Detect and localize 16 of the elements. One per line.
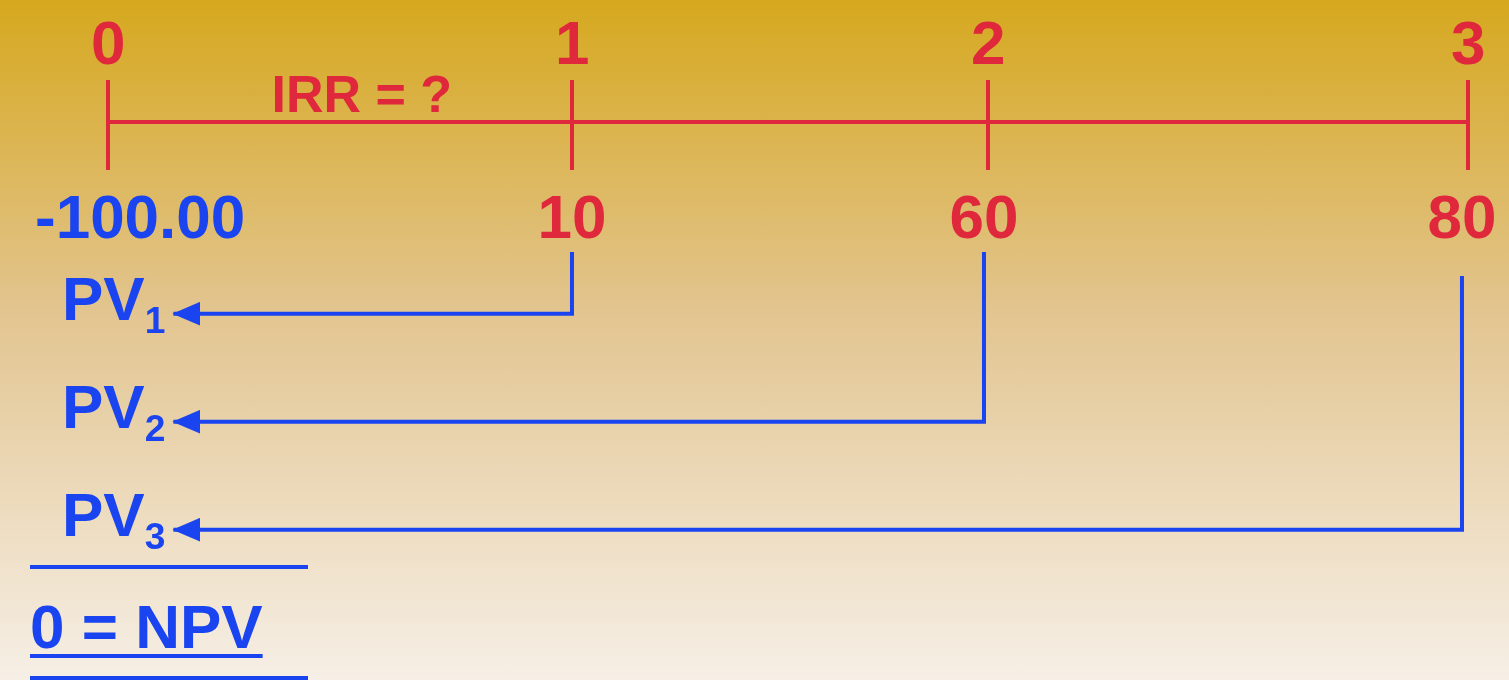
- arrow: [172, 276, 1464, 542]
- rate-label: IRR = ?: [271, 68, 453, 120]
- arrow: [172, 252, 574, 326]
- period-number: 3: [1451, 12, 1486, 74]
- present-value-term: PV$_{1}$: [62, 268, 166, 351]
- arrow: [172, 252, 986, 434]
- period-number: 0: [91, 12, 126, 74]
- present-value-term: PV$_{2}$: [62, 376, 166, 459]
- period-number: 1: [555, 12, 590, 74]
- period-number: 2: [971, 12, 1006, 74]
- cash-flow-value: 80: [1427, 186, 1497, 248]
- npv-result: 0 = NPV: [30, 596, 263, 658]
- cash-flow-value: 60: [949, 186, 1019, 248]
- cash-flow-value: 10: [537, 186, 607, 248]
- cash-flow-value: -100.00: [35, 186, 246, 248]
- present-value-term: PV$_{3}$: [62, 484, 166, 567]
